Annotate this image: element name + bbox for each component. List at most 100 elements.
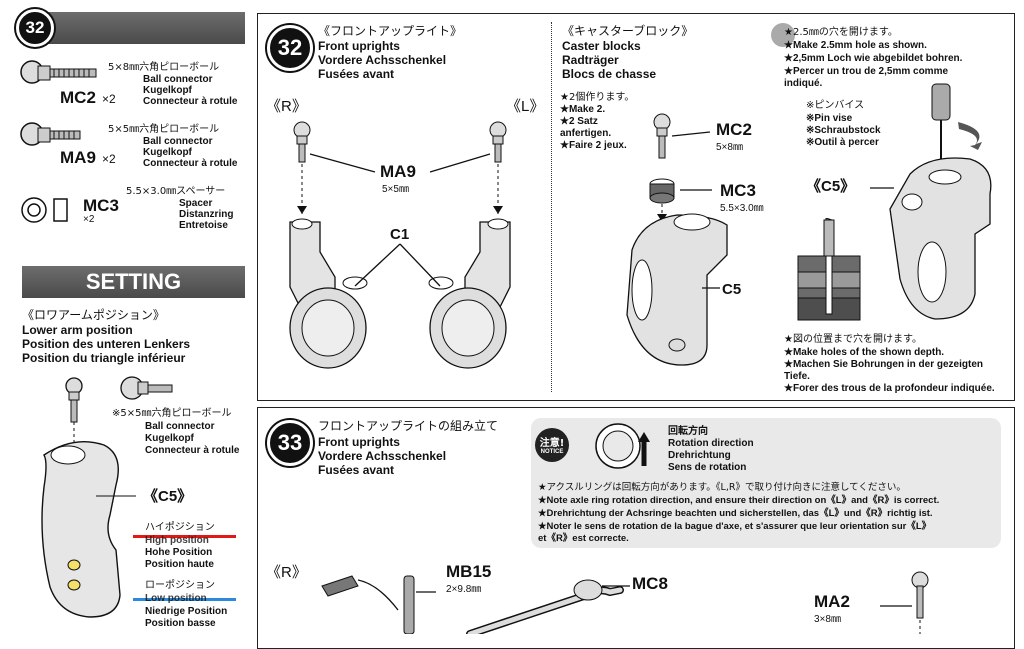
part-mc3-code: MC3 bbox=[83, 196, 119, 215]
lower-arm-jp: 《ロワアームポジション》 bbox=[22, 308, 165, 322]
rotation-en: Rotation direction bbox=[668, 438, 754, 449]
rotation-fr: Sens de rotation bbox=[668, 462, 747, 473]
step-32-number: 32 bbox=[267, 25, 313, 71]
part-ma9-jp: 5×5㎜六角ピローボール bbox=[108, 124, 220, 135]
rotation-de: Drehrichtung bbox=[668, 450, 731, 461]
high-underline bbox=[133, 535, 236, 538]
part-ma9-qty: ×2 bbox=[102, 152, 116, 166]
rotation-jp: 回転方向 bbox=[668, 426, 708, 437]
hole-fr2: indiqué. bbox=[784, 78, 823, 89]
notice-badge: 注意! NOTICE bbox=[535, 428, 569, 462]
step-33-title-en: Front uprights bbox=[318, 435, 400, 449]
notice-en: NOTICE bbox=[540, 449, 564, 455]
caster-mc3-label: MC3 bbox=[720, 181, 756, 200]
high-fr: Position haute bbox=[145, 559, 214, 570]
pin-vise-drawing bbox=[870, 83, 992, 320]
lower-arm-en: Lower arm position bbox=[22, 323, 133, 337]
note-de: ★Drehrichtung der Achsringe beachten und… bbox=[538, 508, 933, 519]
caster-mc2-dim: 5×8㎜ bbox=[716, 142, 743, 153]
part-ma9-de: Kugelkopf bbox=[143, 147, 192, 158]
caster-block-setting-drawing bbox=[41, 376, 173, 618]
lower-arm-fr: Position du triangle inférieur bbox=[22, 351, 186, 365]
step-32-panel bbox=[257, 13, 1015, 401]
depth-fr: ★Forer des trous de la profondeur indiqu… bbox=[784, 383, 995, 394]
step-32-r-label: 《R》 bbox=[266, 98, 307, 115]
part-mc2-jp: 5×8㎜六角ピローボール bbox=[108, 62, 220, 73]
depth-en: ★Make holes of the shown depth. bbox=[784, 347, 945, 358]
part-mc2-fr: Connecteur à rotule bbox=[143, 96, 238, 107]
caster-block-drawing bbox=[626, 113, 728, 366]
low-underline bbox=[133, 598, 236, 601]
caster-de: Radträger bbox=[562, 53, 619, 67]
pin-vise-de: ※Schraubstock bbox=[806, 125, 881, 136]
step-32-l-label: 《L》 bbox=[506, 98, 545, 115]
depth-de1: ★Machen Sie Bohrungen in der gezeigten bbox=[784, 359, 983, 370]
hole-c5-label: 《C5》 bbox=[806, 178, 856, 195]
part-mc2-code: MC2 bbox=[60, 88, 96, 107]
c5-label: 《C5》 bbox=[143, 488, 193, 505]
ball-note-de: Kugelkopf bbox=[145, 433, 194, 444]
note-fr1: ★Noter le sens de rotation de la bague d… bbox=[538, 521, 932, 532]
high-de: Hohe Position bbox=[145, 547, 213, 558]
notice-jp: 注意! bbox=[539, 438, 565, 449]
part-mc3-qty: ×2 bbox=[83, 214, 95, 225]
step-32-title-fr: Fusées avant bbox=[318, 67, 395, 81]
part-mc3-jp: 5.5×3.0㎜スペーサー bbox=[126, 186, 226, 197]
axle-assembly-drawing bbox=[321, 571, 929, 634]
pin-vise-fr: ※Outil à percer bbox=[806, 137, 879, 148]
part-mc2-qty: ×2 bbox=[102, 92, 116, 106]
ma2-dim: 3×8㎜ bbox=[814, 614, 841, 625]
caster-make-de2: anfertigen. bbox=[560, 128, 612, 139]
pin-vise-en: ※Pin vise bbox=[806, 113, 853, 124]
mb15-label: MB15 bbox=[446, 562, 492, 581]
setting-header-bar: SETTING bbox=[22, 266, 245, 298]
rotation-ring-icon bbox=[595, 423, 650, 469]
depth-jp: ★図の位置まで穴を開けます。 bbox=[784, 334, 922, 345]
low-fr: Position basse bbox=[145, 618, 216, 629]
panel-divider bbox=[551, 22, 552, 392]
step-32-c1-label: C1 bbox=[390, 226, 410, 243]
caster-make-fr: ★Faire 2 jeux. bbox=[560, 140, 627, 151]
drill-depth-drawing bbox=[797, 218, 861, 321]
note-jp: ★アクスルリングは回転方向があります。《L,R》で取り付け向きに注意してください… bbox=[538, 482, 906, 493]
high-jp: ハイポジション bbox=[145, 522, 215, 533]
caster-mc2-label: MC2 bbox=[716, 120, 752, 139]
ball-note-jp: ※5×5㎜六角ピローボール bbox=[112, 408, 232, 419]
parts-header-bar bbox=[22, 12, 245, 44]
part-mc2-en: Ball connector bbox=[143, 74, 213, 85]
step-33-number: 33 bbox=[267, 420, 313, 466]
front-uprights-drawing bbox=[289, 121, 511, 369]
hole-en: ★Make 2.5mm hole as shown. bbox=[784, 40, 927, 51]
step-32-title-jp: 《フロントアップライト》 bbox=[318, 24, 463, 38]
step-33-title-de: Vordere Achsschenkel bbox=[318, 449, 447, 463]
burst-icon bbox=[771, 23, 795, 47]
step-32-ma9-dim: 5×5㎜ bbox=[382, 184, 409, 195]
part-mc3-fr: Entretoise bbox=[179, 220, 228, 231]
ball-note-fr: Connecteur à rotule bbox=[145, 445, 240, 456]
ball-connector-icon bbox=[20, 122, 81, 146]
lower-arm-de: Position des unteren Lenkers bbox=[22, 337, 191, 351]
step-33-r-label: 《R》 bbox=[266, 564, 307, 581]
part-ma9-en: Ball connector bbox=[143, 136, 213, 147]
hole-fr1: ★Percer un trou de 2,5mm comme bbox=[784, 66, 949, 77]
caster-make-jp: ★2個作ります。 bbox=[560, 92, 635, 103]
part-ma9-code: MA9 bbox=[60, 148, 96, 167]
hole-de: ★2,5mm Loch wie abgebildet bohren. bbox=[784, 53, 963, 64]
caster-mc3-dim: 5.5×3.0㎜ bbox=[720, 203, 764, 214]
ball-connector-icon bbox=[20, 60, 97, 84]
note-fr2: et《R》est correcte. bbox=[538, 533, 629, 544]
part-mc3-en: Spacer bbox=[179, 198, 213, 209]
step-33-title-jp: フロントアップライトの組み立て bbox=[318, 419, 499, 433]
high-en: High position bbox=[145, 535, 209, 546]
ball-note-en: Ball connector bbox=[145, 421, 215, 432]
mb15-dim: 2×9.8㎜ bbox=[446, 584, 482, 595]
mc8-label: MC8 bbox=[632, 574, 668, 593]
spacer-icon bbox=[21, 197, 68, 223]
caster-en: Caster blocks bbox=[562, 39, 641, 53]
low-de: Niedrige Position bbox=[145, 606, 228, 617]
low-en: Low position bbox=[145, 593, 207, 604]
low-jp: ローポジション bbox=[145, 580, 215, 591]
note-en: ★Note axle ring rotation direction, and … bbox=[538, 495, 940, 506]
depth-de2: Tiefe. bbox=[784, 371, 810, 382]
step-badge: 32 bbox=[16, 9, 54, 47]
